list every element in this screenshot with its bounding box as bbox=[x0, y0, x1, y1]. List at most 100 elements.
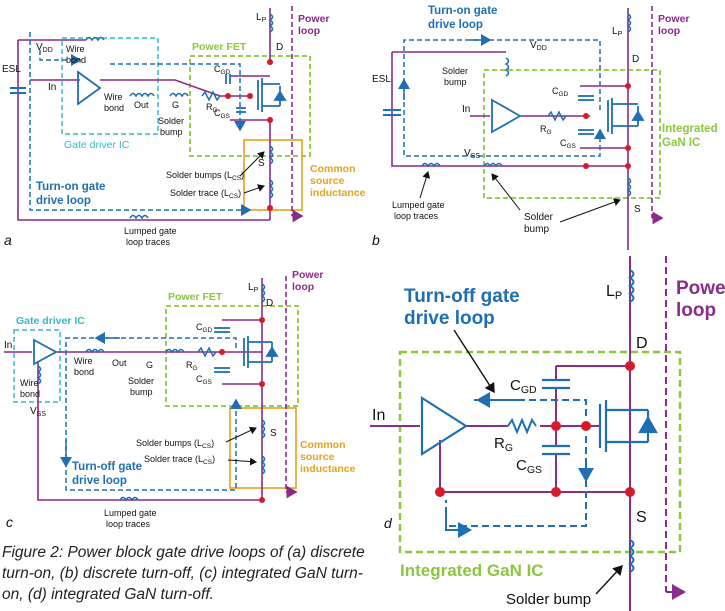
cgd-label: CGD bbox=[510, 377, 537, 396]
panel-c: Gate driver IC Power FET In Wire bond Wi… bbox=[4, 269, 356, 530]
out-label: Out bbox=[112, 358, 127, 368]
solder-bump-coil-icon bbox=[165, 348, 185, 354]
rg-resistor-icon bbox=[507, 417, 537, 435]
integrated-gan-label: Integrated bbox=[662, 123, 718, 135]
wire-bond-label: Wire bbox=[20, 378, 39, 388]
lcs-trace-coil-icon bbox=[268, 179, 274, 199]
wire-bond-coil-icon bbox=[129, 92, 155, 98]
power-loop-label: loop bbox=[292, 281, 314, 293]
rg-label: RG bbox=[186, 360, 198, 372]
panel-a: ESL VDD Wire bond Wire bond In Out G Sol… bbox=[2, 6, 366, 248]
power-fet-icon bbox=[598, 400, 658, 452]
figure-caption: Figure 2: Power block gate drive loops o… bbox=[2, 544, 365, 603]
solder-bumps-lcs-label: Solder bumps (LCS) bbox=[136, 438, 214, 450]
esl-label: ESL bbox=[372, 74, 391, 85]
s-label: S bbox=[258, 158, 265, 169]
common-source-box bbox=[229, 407, 297, 489]
esl-capacitor bbox=[10, 87, 26, 94]
turn-on-loop-a2 bbox=[39, 50, 82, 66]
wire-bond-coil-icon bbox=[85, 348, 105, 354]
panel-letter: d bbox=[384, 515, 393, 531]
gate-driver-amp-icon bbox=[491, 98, 522, 134]
loop-label: Turn-off gate bbox=[72, 461, 142, 473]
out-label: Out bbox=[134, 100, 149, 110]
lumped-trace-coil-icon bbox=[119, 496, 139, 502]
common-source-label: inductance bbox=[310, 187, 366, 199]
power-fet-icon bbox=[607, 98, 645, 134]
cgs-cap-icon bbox=[236, 107, 246, 113]
integrated-gan-label: Integrated GaN IC bbox=[400, 561, 544, 580]
integrated-gan-box bbox=[398, 350, 682, 554]
lumped-label: loop traces bbox=[394, 211, 439, 221]
cgd-label: CGD bbox=[196, 322, 213, 334]
panel-c-wires bbox=[4, 278, 263, 501]
solder-bump-coil-icon bbox=[626, 177, 632, 197]
panel-letter: c bbox=[6, 514, 13, 530]
solder-bumps-lcs-label: Solder bumps (LCS) bbox=[166, 170, 244, 182]
cgs-label: CGS bbox=[560, 138, 577, 150]
lcs-bump-coil-icon bbox=[260, 419, 266, 439]
common-source-label: inductance bbox=[300, 463, 356, 475]
pointer-arrow bbox=[225, 426, 257, 443]
cgd-cap-icon bbox=[578, 95, 594, 101]
rg-resistor-icon bbox=[547, 110, 567, 122]
solder-bump-coil-icon bbox=[504, 57, 510, 77]
rg-label: RG bbox=[540, 124, 552, 136]
wire-bond-label: bond bbox=[74, 367, 94, 377]
pointer-arrow bbox=[559, 198, 621, 223]
pointer-arrow bbox=[227, 457, 257, 466]
cgd-label: CGD bbox=[552, 86, 569, 98]
panel-letter: b bbox=[372, 232, 380, 248]
gate-driver-ic-box bbox=[61, 37, 159, 135]
power-fet-icon bbox=[257, 78, 287, 112]
lp-label: LP bbox=[606, 283, 622, 302]
panel-b-wires bbox=[391, 8, 629, 250]
lumped-label: Lumped gate bbox=[392, 200, 445, 210]
turn-on-loop-a bbox=[29, 32, 252, 216]
solder-bump-label: bump bbox=[130, 387, 153, 397]
loop-label: drive loop bbox=[72, 475, 127, 487]
in-label: In bbox=[4, 340, 12, 351]
in-label: In bbox=[372, 407, 385, 424]
g-label: G bbox=[146, 360, 153, 370]
solder-bump-label: Solder bbox=[442, 66, 468, 76]
lp-coil-icon bbox=[260, 283, 266, 303]
solder-bump-label: bump bbox=[160, 127, 183, 137]
solder-bump-label: bump bbox=[444, 77, 467, 87]
lcs-bump-coil-icon bbox=[268, 145, 274, 165]
panel-a-wires bbox=[17, 8, 271, 221]
power-loop-label: Power bbox=[658, 13, 690, 25]
wire-bond-coil-icon bbox=[85, 36, 105, 42]
wire-bond-label: Wire bbox=[66, 44, 85, 54]
cgs-label: CGS bbox=[214, 108, 231, 120]
d-label: D bbox=[632, 54, 639, 65]
cgs-cap-icon bbox=[214, 367, 230, 373]
gate-driver-ic-box bbox=[13, 329, 61, 403]
vdd-label: VDD bbox=[530, 40, 547, 52]
turn-on-loop-a3 bbox=[110, 63, 246, 132]
pointer-arrow bbox=[453, 329, 495, 394]
rg-resistor-icon bbox=[197, 346, 217, 358]
vss-label: VSS bbox=[464, 148, 480, 160]
d-label: D bbox=[276, 42, 283, 53]
power-fet-box bbox=[165, 305, 299, 407]
panel-b-nodes bbox=[583, 83, 631, 169]
loop-label: drive loop bbox=[428, 19, 483, 31]
common-source-label: Common bbox=[310, 163, 356, 175]
gate-driver-ic-label: Gate driver IC bbox=[16, 315, 85, 327]
panel-b: Turn-on gate drive loop ESL VDD Solder b… bbox=[372, 5, 718, 250]
gate-driver-amp-icon bbox=[420, 395, 469, 457]
power-loop-label: loop bbox=[298, 25, 320, 37]
wire-bond-label: Wire bbox=[104, 92, 123, 102]
lp-label: LP bbox=[612, 26, 623, 38]
lumped-label: loop traces bbox=[126, 237, 171, 247]
gate-driver-ic-label: Gate driver IC bbox=[64, 139, 130, 151]
lumped-label: loop traces bbox=[106, 519, 151, 529]
loop-label: Turn-on gate bbox=[36, 181, 105, 193]
panel-d: Turn-off gate drive loop LP Power loop D… bbox=[370, 256, 725, 611]
cgd-cap-icon bbox=[225, 74, 231, 84]
lumped-label: Lumped gate bbox=[124, 226, 177, 236]
s-label: S bbox=[636, 509, 647, 526]
power-fet-box bbox=[189, 55, 311, 157]
vss-label: VSS bbox=[30, 406, 46, 418]
